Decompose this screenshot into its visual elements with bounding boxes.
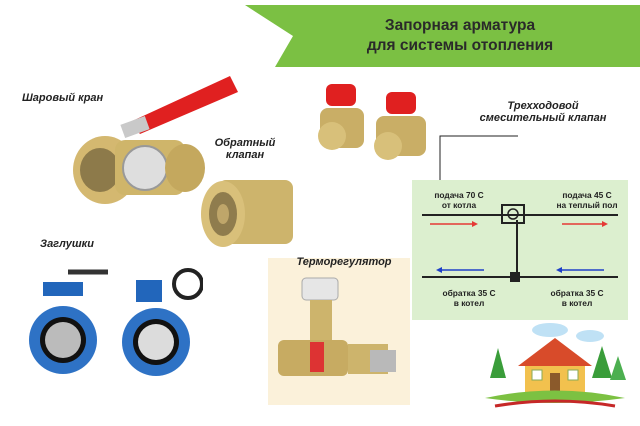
- label-plugs: Заглушки: [40, 238, 94, 250]
- label-ball-valve: Шаровый кран: [22, 92, 104, 104]
- return-right-label: обратка 35 С в котел: [542, 288, 612, 308]
- thermoregulator-image: [278, 277, 396, 376]
- supply-right-label: подача 45 С на теплый пол: [547, 190, 627, 210]
- label-thermoregulator: Терморегулятор: [296, 256, 392, 268]
- three-way-pointer-line: [439, 135, 518, 198]
- house-illustration: [485, 323, 626, 408]
- page-title-line2: для системы отопления: [366, 37, 554, 54]
- return-left-line2: в котел: [453, 298, 485, 308]
- butterfly-valves-image: [29, 268, 203, 376]
- supply-right-line1: подача 45 С: [562, 190, 612, 200]
- label-check-valve: Обратный клапан: [205, 137, 285, 161]
- supply-left-label: подача 70 С от котла: [424, 190, 494, 210]
- label-three-way-valve-line2: смесительный клапан: [479, 112, 607, 124]
- return-left-label: обратка 35 С в котел: [434, 288, 504, 308]
- mixing-diagram: подача 70 С от котла подача 45 С на тепл…: [412, 180, 628, 320]
- ball-valve-image: [73, 76, 238, 204]
- thermostatic-valves-image: [318, 84, 426, 160]
- supply-left-line1: подача 70 С: [434, 190, 484, 200]
- mixing-diagram-lines: [422, 204, 618, 282]
- return-right-line1: обратка 35 С: [550, 288, 604, 298]
- header-banner: [245, 5, 640, 67]
- label-three-way-valve: Трехходовой смесительный клапан: [478, 100, 608, 124]
- thermoregulator-background: [268, 258, 410, 405]
- supply-left-line2: от котла: [441, 200, 477, 210]
- return-left-line1: обратка 35 С: [442, 288, 496, 298]
- label-check-valve-line2: клапан: [225, 149, 265, 161]
- check-valve-image: [201, 180, 293, 247]
- page-title-line1: Запорная арматура: [384, 17, 536, 34]
- page-title: Запорная арматура для системы отопления: [300, 16, 620, 56]
- label-check-valve-line1: Обратный: [214, 137, 276, 149]
- supply-right-line2: на теплый пол: [556, 200, 618, 210]
- return-right-line2: в котел: [561, 298, 593, 308]
- label-three-way-valve-line1: Трехходовой: [507, 100, 579, 112]
